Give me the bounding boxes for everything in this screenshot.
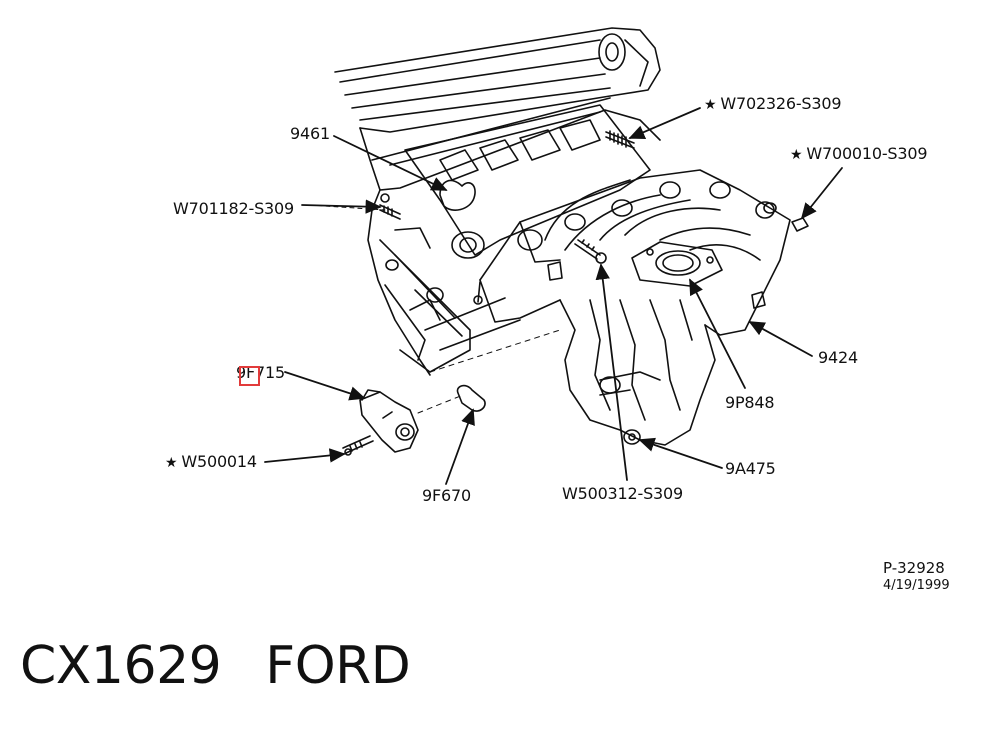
star-icon: ★: [165, 455, 178, 471]
leader-9a475: [638, 437, 723, 469]
gasket-9461-drawing: [439, 179, 476, 211]
label-w700010-text: W700010-S309: [806, 144, 928, 163]
label-w700010: ★W700010-S309: [790, 144, 928, 163]
label-9f670: 9F670: [422, 486, 471, 505]
cylinder-head-drawing: [309, 27, 661, 414]
label-9a475: 9A475: [725, 459, 776, 478]
leader-w701182: [301, 199, 382, 214]
idle-air-valve-drawing: [342, 389, 419, 456]
label-w702326-text: W702326-S309: [720, 94, 842, 113]
label-9461: 9461: [290, 124, 330, 143]
label-9p848: 9P848: [725, 393, 775, 412]
leader-lines: [264, 107, 843, 485]
star-icon: ★: [704, 97, 717, 113]
part-number: CX1629: [20, 636, 222, 696]
reference-code: P-32928: [883, 559, 945, 577]
leader-w702326: [628, 107, 701, 139]
label-w500312: W500312-S309: [562, 484, 683, 503]
label-w500014: ★W500014: [165, 452, 257, 471]
leader-9f670: [445, 408, 475, 485]
label-9424: 9424: [818, 348, 858, 367]
label-w702326: ★W702326-S309: [704, 94, 842, 113]
leader-9424: [748, 321, 813, 357]
leader-w500312: [595, 263, 628, 481]
label-w500014-text: W500014: [181, 452, 257, 471]
leader-9p848: [689, 278, 746, 389]
star-icon: ★: [790, 147, 803, 163]
fasteners-drawing: [379, 130, 809, 264]
reference-date: 4/19/1999: [883, 578, 950, 593]
leader-w500014: [264, 448, 346, 463]
brand-name: FORD: [265, 636, 411, 696]
leader-9461: [333, 135, 448, 191]
gasket-9f670-drawing: [456, 384, 486, 412]
intake-manifold-drawing: [473, 169, 791, 446]
label-w701182: W701182-S309: [173, 199, 294, 218]
leader-w700010: [800, 167, 843, 220]
footer-caption: CX1629 FORD: [20, 636, 411, 696]
selection-highlight: [239, 366, 260, 386]
leader-9f715: [284, 371, 366, 401]
